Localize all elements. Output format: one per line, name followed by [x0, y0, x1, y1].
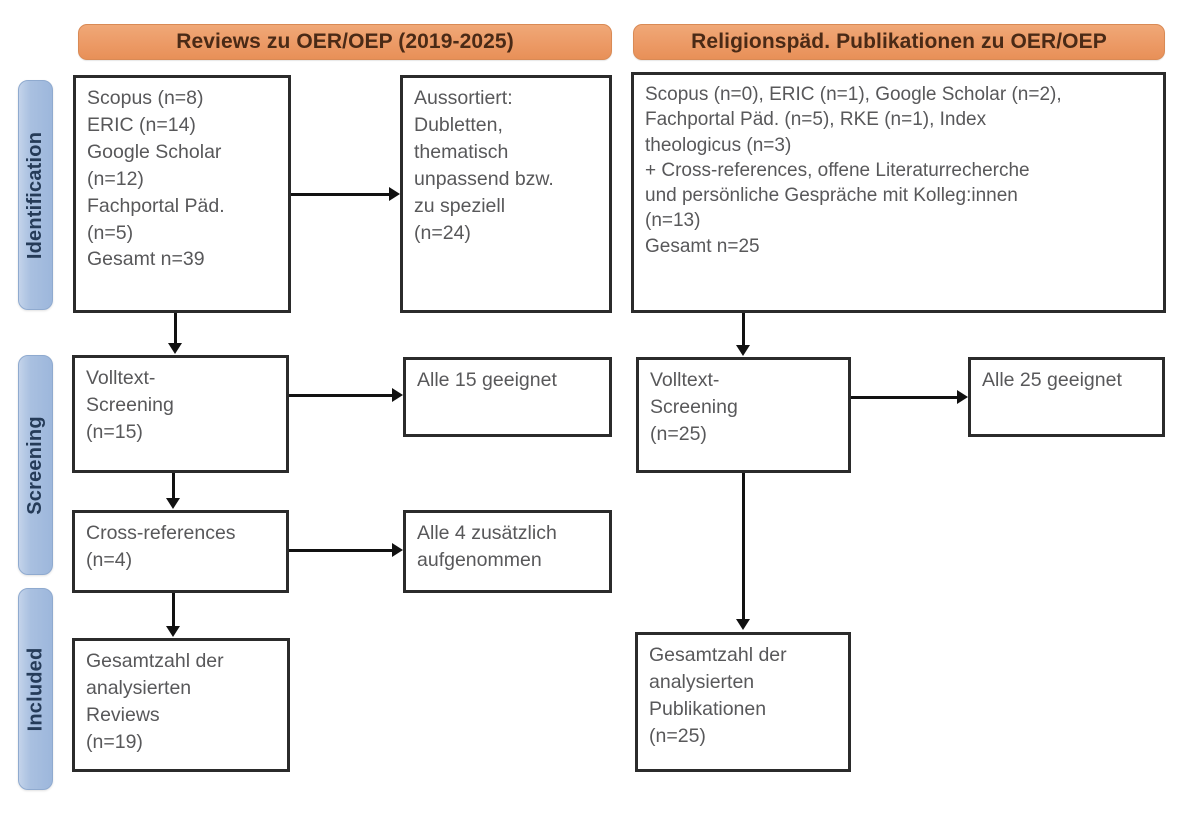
- box-left-cross-references: Cross-references (n=4): [72, 510, 289, 593]
- connector-right-screening-to-result: [851, 396, 957, 399]
- arrowhead-left-crossrefs-to-included: [166, 626, 180, 637]
- arrowhead-left-screening-to-result: [392, 388, 403, 402]
- stage-label-screening-text: Screening: [24, 415, 46, 515]
- connector-left-screening-to-result: [289, 394, 392, 397]
- arrowhead-right-screening-to-included: [736, 619, 750, 630]
- column-header-left: Reviews zu OER/OEP (2019-2025): [78, 24, 612, 60]
- arrowhead-right-screening-to-result: [957, 390, 968, 404]
- connector-right-identification-to-screening: [742, 313, 745, 345]
- box-right-screening-result: Alle 25 geeignet: [968, 357, 1165, 437]
- stage-label-identification: Identification: [18, 80, 53, 310]
- box-left-excluded: Aussortiert: Dubletten, thematisch unpas…: [400, 75, 612, 313]
- box-left-identification: Scopus (n=8) ERIC (n=14) Google Scholar …: [73, 75, 291, 313]
- box-right-identification: Scopus (n=0), ERIC (n=1), Google Scholar…: [631, 72, 1166, 313]
- column-header-right: Religionspäd. Publikationen zu OER/OEP: [633, 24, 1165, 60]
- stage-label-screening: Screening: [18, 355, 53, 575]
- box-left-fulltext-screening: Volltext- Screening (n=15): [72, 355, 289, 473]
- box-left-screening-result: Alle 15 geeignet: [403, 357, 612, 437]
- connector-left-crossrefs-to-result: [289, 549, 392, 552]
- box-right-included-total: Gesamtzahl der analysierten Publikatione…: [635, 632, 851, 772]
- connector-left-identification-to-excluded: [291, 193, 389, 196]
- arrowhead-right-identification-to-screening: [736, 345, 750, 356]
- arrowhead-left-identification-to-excluded: [389, 187, 400, 201]
- connector-right-screening-to-included: [742, 473, 745, 619]
- arrowhead-left-crossrefs-to-result: [392, 543, 403, 557]
- box-right-fulltext-screening: Volltext- Screening (n=25): [636, 357, 851, 473]
- connector-left-screening-to-crossrefs: [172, 473, 175, 498]
- stage-label-included-text: Included: [24, 647, 47, 731]
- arrowhead-left-identification-to-screening: [168, 343, 182, 354]
- arrowhead-left-screening-to-crossrefs: [166, 498, 180, 509]
- connector-left-identification-to-screening: [174, 313, 177, 343]
- box-left-cross-references-result: Alle 4 zusätzlich aufgenommen: [403, 510, 612, 593]
- stage-label-included: Included: [18, 588, 53, 790]
- stage-label-identification-text: Identification: [24, 131, 46, 259]
- box-left-included-total: Gesamtzahl der analysierten Reviews (n=1…: [72, 638, 290, 772]
- connector-left-crossrefs-to-included: [172, 593, 175, 626]
